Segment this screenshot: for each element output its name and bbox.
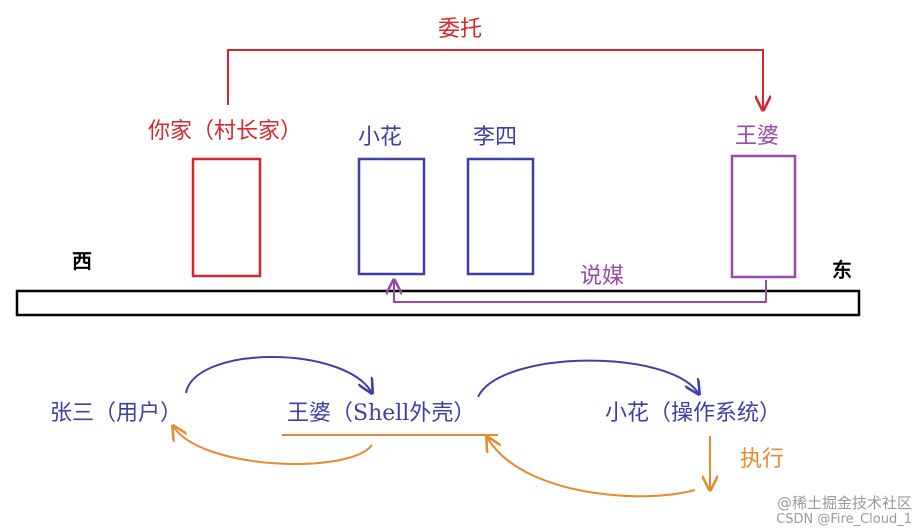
- west-label: 西: [72, 249, 92, 273]
- lisi-label: 李四: [473, 125, 517, 150]
- xiaohua-label: 小花: [358, 125, 402, 150]
- matchmaking-arrow: [394, 280, 767, 303]
- wangpo-house: [730, 154, 797, 279]
- xiaohua-house: [357, 157, 426, 276]
- execute-label: 执行: [740, 447, 784, 472]
- request-arrow-shell-to-os: [477, 359, 699, 397]
- return-arrow-os-to-shell: [487, 437, 696, 498]
- request-arrow-user-to-shell: [185, 356, 372, 393]
- xiaohua-os-label: 小花（操作系统）: [605, 401, 781, 426]
- matchmaking-label: 说媒: [580, 264, 624, 289]
- east-label: 东: [832, 258, 852, 282]
- zhangsan-label: 张三（用户）: [50, 401, 182, 426]
- lisi-house: [466, 157, 535, 276]
- wangpo-label: 王婆: [735, 124, 779, 149]
- village-road: [15, 289, 861, 317]
- return-arrow-shell-to-user: [173, 426, 373, 465]
- watermark-line2: CSDN @Fire_Cloud_1: [776, 512, 912, 527]
- delegate-arrow: [227, 49, 763, 110]
- wangpo-shell-label: 王婆（Shell外壳）: [287, 401, 475, 426]
- watermark-line1: @稀土掘金技术社区: [777, 494, 912, 512]
- your-home-label: 你家（村长家）: [148, 119, 302, 144]
- your-home-house: [191, 157, 262, 278]
- delegate-label: 委托: [438, 17, 482, 42]
